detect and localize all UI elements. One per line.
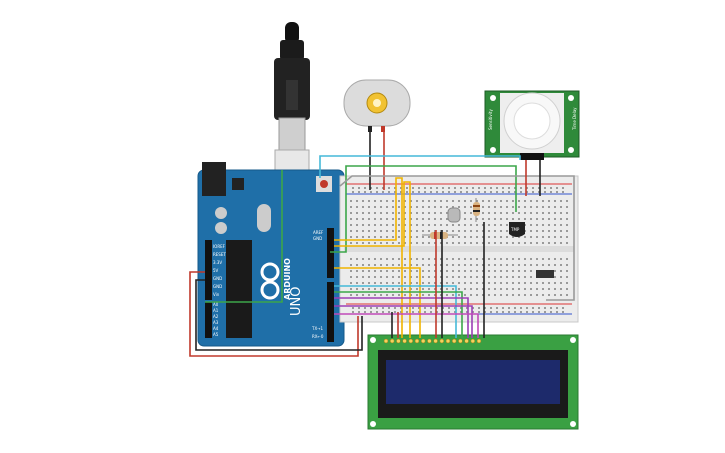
temperature-sensor: TMP	[509, 222, 525, 237]
pir-sensor: Sensitivity Time Delay	[484, 90, 580, 160]
arduino-brand: ARDUINO	[283, 258, 292, 300]
pin-label-a5: A5	[213, 332, 219, 337]
arduino-model: UNO	[289, 287, 304, 316]
wires	[189, 128, 575, 357]
breadboard-components: TMP	[422, 198, 554, 278]
pin-label-5v: 5V	[213, 268, 219, 273]
pin-label-a0: A0	[213, 302, 219, 307]
pin-label-gnd1: GND	[213, 276, 222, 281]
resistor-2	[422, 232, 458, 239]
breadboard	[339, 175, 579, 323]
pir-sensitivity-label: Sensitivity	[488, 109, 493, 130]
pin-label-3v3: 3.3V	[213, 260, 222, 265]
pin-label-reset: RESET	[213, 252, 226, 257]
pin-label-vin: Vin	[213, 292, 220, 297]
dc-motor	[343, 79, 411, 132]
pin-label-gnd2: GND	[213, 284, 222, 289]
pin-label-a2: A2	[213, 314, 219, 319]
resistor-1	[473, 198, 480, 222]
pin-label-a1: A1	[213, 308, 219, 313]
pin-label-a3: A3	[213, 320, 219, 325]
photoresistor	[447, 207, 461, 223]
pin-label-gnd3: GND	[313, 236, 322, 241]
pin-label-tx: TX→1	[311, 326, 324, 331]
usb-cable	[274, 22, 310, 173]
pin-label-ioref: IOREF	[213, 244, 226, 249]
transistor	[536, 270, 554, 278]
tmp-label: TMP	[510, 227, 520, 232]
lcd-display	[367, 334, 579, 430]
arduino-uno-board: ARDUINO UNO IOREF RESET 3.3V 5V GND GND …	[197, 162, 345, 347]
pin-label-aref: AREF	[313, 230, 324, 235]
lcd-pins	[383, 338, 482, 344]
pin-label-a4: A4	[213, 326, 219, 331]
pin-label-rx: RX←0	[312, 334, 324, 339]
pir-delay-label: Time Delay	[572, 107, 577, 131]
